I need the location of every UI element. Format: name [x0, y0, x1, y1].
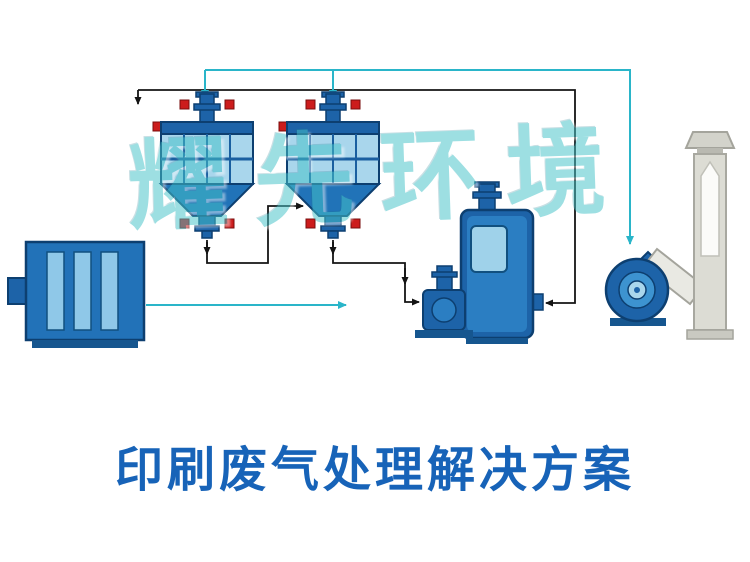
spray-scrubber-tank — [459, 181, 544, 344]
flow-arrows-black — [134, 89, 576, 307]
filter-purification-tower-2 — [277, 90, 381, 240]
box-slot — [100, 251, 119, 331]
chimney-cap — [684, 131, 736, 149]
pump-pipe — [436, 265, 453, 293]
circulation-pump — [415, 265, 473, 338]
activated-carbon-adsorption-box — [7, 240, 146, 348]
chimney-neck — [697, 148, 723, 154]
scrubber-window — [470, 225, 508, 273]
pump-base — [415, 330, 473, 338]
centrifugal-fan — [604, 257, 670, 326]
box-base — [32, 340, 138, 348]
exhaust-chimney — [684, 131, 736, 340]
scrubber-side-stub — [532, 293, 544, 311]
scrubber-base — [466, 338, 528, 344]
box-slot — [73, 251, 92, 331]
chimney-base — [686, 329, 734, 340]
filter-purification-tower-1 — [151, 90, 255, 240]
box-slot — [46, 251, 65, 331]
fan-shaft — [634, 287, 640, 293]
chimney-highlight — [700, 160, 720, 257]
page-title: 印刷废气处理解决方案 — [114, 442, 635, 498]
pump-casing — [431, 297, 457, 323]
box-inlet-stub — [7, 277, 27, 305]
